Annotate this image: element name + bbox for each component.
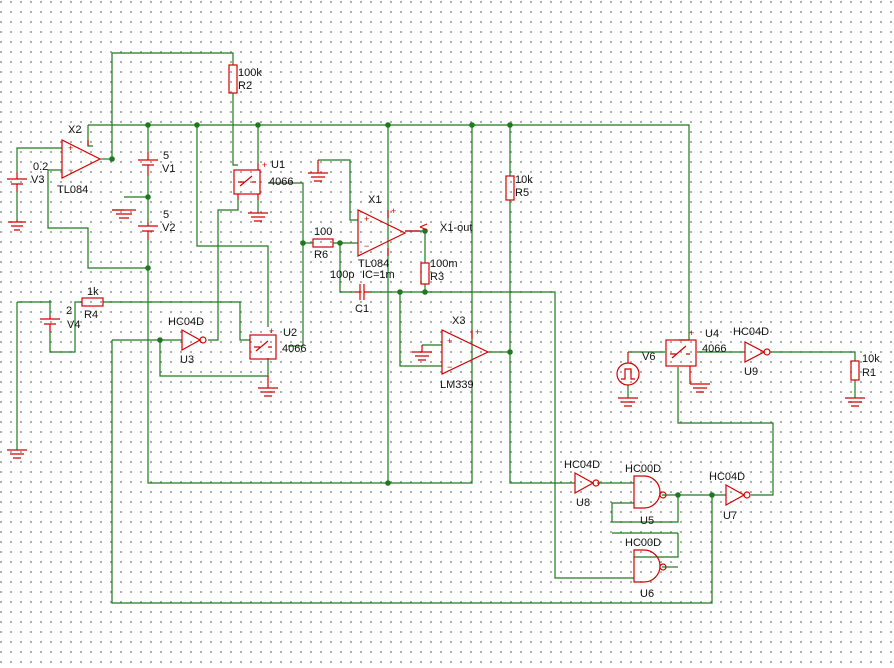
svg-text:−: − <box>364 241 369 251</box>
v6-name: V6 <box>642 351 655 363</box>
u5-type: HC00D <box>625 463 661 475</box>
battery-v1: 5 V1 <box>138 150 175 176</box>
resistor-r2: 100k R2 <box>228 64 262 94</box>
ground-icon <box>112 209 136 219</box>
svg-text:+: + <box>269 326 274 336</box>
v4-value: 2 <box>66 305 72 317</box>
u8-type: HC04D <box>564 459 600 471</box>
u7-type: HC04D <box>709 471 745 483</box>
x3-name: X3 <box>452 315 465 327</box>
r6-value: 100 <box>314 226 332 238</box>
x1-type: TL084 <box>358 258 389 270</box>
battery-v4: 2 V4 <box>40 305 80 332</box>
u9-name: U9 <box>744 366 758 378</box>
u4-type: 4066 <box>702 343 726 355</box>
ground-icon <box>412 345 432 361</box>
inverter-u8: HC04D U8 <box>564 459 600 509</box>
capacitor-c1: 100p IC=1m C1 <box>330 269 395 315</box>
svg-text:+: + <box>391 206 396 216</box>
pulse-source-v6: V6 <box>616 351 655 386</box>
ground-icon <box>248 212 268 222</box>
u6-type: HC00D <box>625 537 661 549</box>
v1-name: V1 <box>162 163 175 175</box>
opamp-x2: + − X2 TL084 <box>57 124 102 196</box>
r3-name: R3 <box>430 271 444 283</box>
v2-value: 5 <box>163 209 169 221</box>
r1-value: 10k <box>862 353 880 365</box>
resistor-r3: 100m R3 <box>420 258 458 285</box>
nand-gate-u6: HC00D U6 <box>625 537 667 600</box>
u4-name: U4 <box>705 328 719 340</box>
v3-value: 0.2 <box>33 161 48 173</box>
ground-icon <box>308 160 328 182</box>
resistor-r1: 10k R1 <box>850 353 880 381</box>
u6-name: U6 <box>640 588 654 600</box>
resistor-r5: 10k R5 <box>505 174 533 201</box>
r6-name: R6 <box>314 249 328 261</box>
junctions <box>109 122 715 498</box>
resistor-r6: 100 R6 <box>312 226 334 261</box>
r2-value: 100k <box>238 67 262 79</box>
switch-u4: + U4 4066 <box>665 328 726 378</box>
r1-name: R1 <box>862 367 876 379</box>
c1-name: C1 <box>355 303 369 315</box>
ground-icon <box>689 378 710 393</box>
svg-text:−: − <box>447 362 452 372</box>
u3-name: U3 <box>180 354 194 366</box>
u2-name: U2 <box>283 327 297 339</box>
ground-icon <box>845 397 865 407</box>
u8-name: U8 <box>576 497 590 509</box>
x2-type: TL084 <box>57 184 88 196</box>
r4-value: 1k <box>87 286 99 298</box>
x2-name: X2 <box>68 124 81 136</box>
ground-icon <box>258 376 278 397</box>
svg-text:+: + <box>689 328 694 338</box>
x1-name: X1 <box>368 194 381 206</box>
c1-ic: IC=1m <box>362 269 395 281</box>
opamp-x1: + − + X1 TL084 X1-out <box>357 194 472 270</box>
v3-name: V3 <box>31 174 44 186</box>
u1-name: U1 <box>271 159 285 171</box>
r3-value: 100m <box>430 258 458 270</box>
battery-v2: 5 V2 <box>138 209 175 240</box>
x1-out-label: X1-out <box>440 222 472 234</box>
switch-u2: + U2 4066 <box>249 326 306 360</box>
u5-name: U5 <box>640 515 654 527</box>
svg-text:+: + <box>262 160 267 170</box>
inverter-u3: HC04D U3 <box>168 316 207 366</box>
resistor-r4: 1k R4 <box>81 286 104 321</box>
ground-icon <box>8 220 26 231</box>
r4-name: R4 <box>84 309 98 321</box>
svg-text:−: − <box>68 165 73 175</box>
battery-v3: 0.2 V3 <box>7 161 48 192</box>
svg-text:+: + <box>447 336 452 346</box>
nand-gate-u5: HC00D U5 <box>625 463 667 527</box>
x3-type: LM339 <box>440 379 474 391</box>
switch-u1: + U1 4066 <box>233 159 293 200</box>
ground-icon <box>618 397 638 407</box>
u1-type: 4066 <box>269 176 293 188</box>
u3-type: HC04D <box>168 316 204 328</box>
comparator-x3: + − + X3 LM339 <box>440 315 490 391</box>
wires <box>16 52 856 604</box>
svg-text:+: + <box>364 214 369 224</box>
u9-type: HC04D <box>733 326 769 338</box>
v1-value: 5 <box>163 150 169 162</box>
c1-value: 100p <box>330 269 354 281</box>
svg-text:+: + <box>475 327 480 337</box>
v4-name: V4 <box>67 319 80 331</box>
r2-name: R2 <box>238 80 252 92</box>
v2-name: V2 <box>162 222 175 234</box>
r5-value: 10k <box>515 174 533 186</box>
r5-name: R5 <box>515 187 529 199</box>
u7-name: U7 <box>723 510 737 522</box>
ground-icon <box>7 449 27 459</box>
svg-text:+: + <box>68 143 73 153</box>
inverter-u9: HC04D U9 <box>733 326 771 378</box>
inverter-u7: HC04D U7 <box>709 471 751 522</box>
u2-type: 4066 <box>282 343 306 355</box>
